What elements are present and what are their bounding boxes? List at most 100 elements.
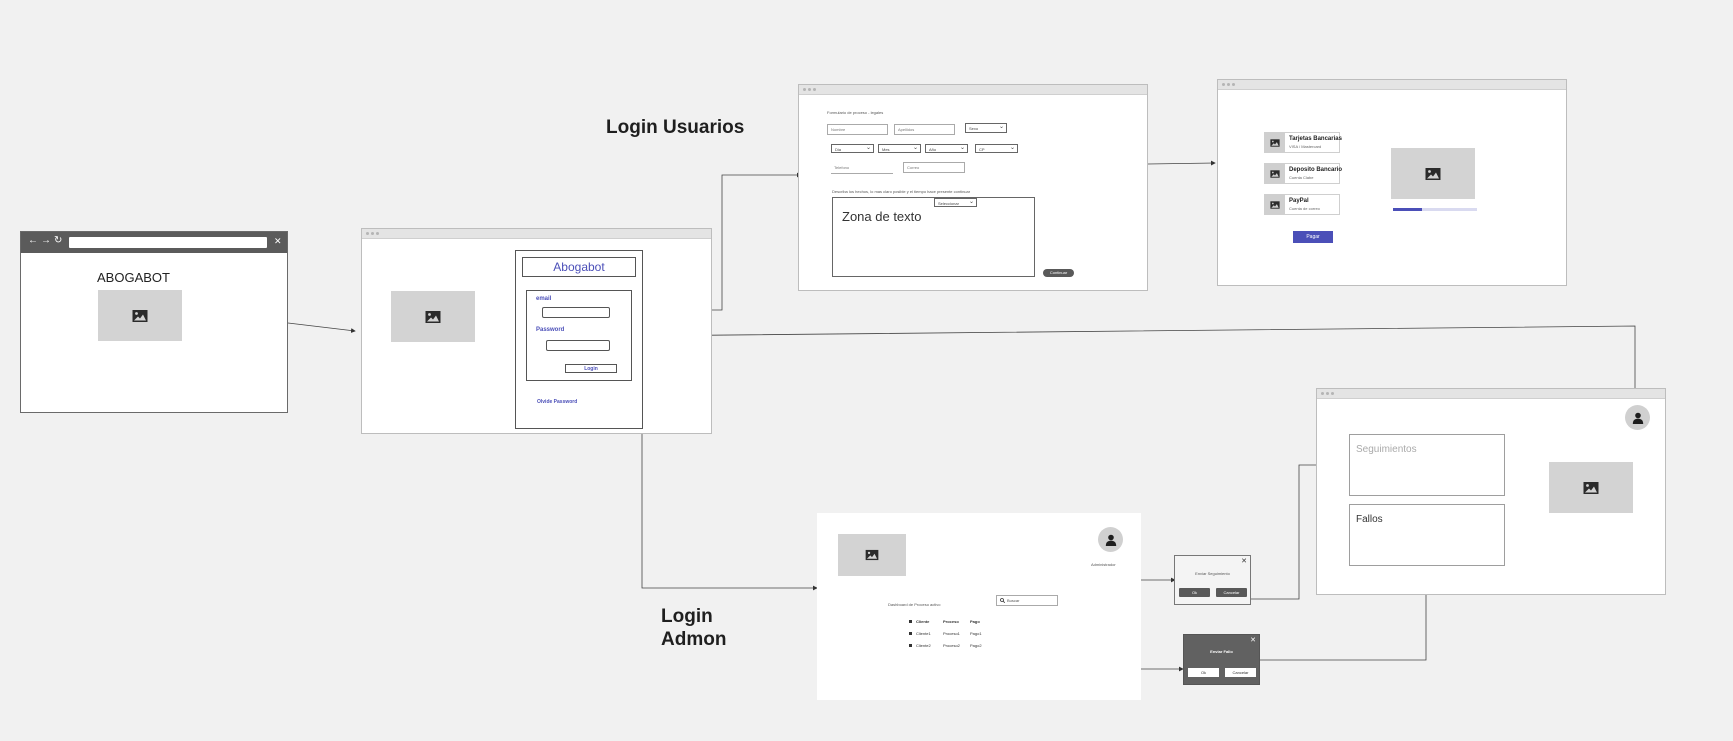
home-image [98, 290, 182, 341]
admin-logo-image [838, 534, 906, 576]
describe-text: Describa los hechos, lo mas claro posibl… [832, 189, 971, 194]
table-row[interactable]: Cliente1 Proceso1 Pago1 [909, 631, 982, 636]
payment-option-card[interactable]: Tarjetas Bancarias VISA / Mastercard [1264, 132, 1342, 153]
payment-option-paypal[interactable]: PayPal Cuenta de correo [1264, 194, 1340, 215]
paypal-image [1265, 195, 1285, 214]
password-label: Password [536, 327, 565, 333]
login-button[interactable]: Login [565, 364, 617, 373]
table-header: Cliente Proceso Pago [909, 619, 980, 624]
mes-select[interactable]: Mes [878, 144, 921, 153]
table-row[interactable]: Cliente2 Proceso2 Pago2 [909, 643, 982, 648]
arrow-login-to-result [630, 325, 1638, 408]
heading-login-usuarios: Login Usuarios [606, 117, 745, 138]
row-checkbox[interactable] [909, 632, 912, 636]
cp-select[interactable]: CP [975, 144, 1018, 153]
window-titlebar [1218, 80, 1566, 90]
dialog-fallo-ok-button[interactable]: Ok [1188, 668, 1219, 677]
arrow-login-to-admin [641, 420, 818, 591]
dia-select[interactable]: Dia [831, 144, 874, 153]
heading-login-admon-line2: Admon [661, 629, 727, 650]
browser-site-title: ABOGABOT [97, 270, 170, 285]
result-window: Seguimientos Fallos [1316, 388, 1666, 595]
search-icon [1000, 598, 1005, 603]
nombre-field[interactable]: Nombre [827, 124, 888, 135]
dialog-seguimiento: ✕ Enviar Seguimiento Ok Cancelar [1174, 555, 1251, 605]
password-field[interactable] [546, 340, 610, 351]
close-icon[interactable]: ✕ [274, 236, 282, 246]
image-icon [132, 309, 148, 322]
fallos-panel[interactable]: Fallos [1349, 504, 1505, 566]
window-titlebar [799, 85, 1147, 95]
image-icon [1270, 169, 1280, 178]
login-window: Abogabot email Password Login Olvide Pas… [361, 228, 712, 434]
login-image [391, 291, 475, 342]
header-proceso: Proceso [943, 619, 959, 624]
payment-window: Tarjetas Bancarias VISA / Mastercard Dep… [1217, 79, 1567, 286]
dialog-fallo-title: Enviar Fallo [1210, 649, 1233, 654]
result-image [1549, 462, 1633, 513]
arrow-form-to-payment [1147, 160, 1216, 166]
user-icon [1632, 412, 1643, 424]
payment-option-sub: VISA / Mastercard [1289, 144, 1322, 149]
home-browser-frame: ← → ↻ ✕ ABOGABOT [20, 231, 288, 413]
close-icon[interactable]: ✕ [1241, 558, 1247, 565]
payment-image [1391, 148, 1475, 199]
image-icon [865, 549, 879, 561]
sexo-select[interactable]: Sexo [965, 123, 1007, 133]
reload-icon[interactable]: ↻ [54, 235, 63, 246]
avatar[interactable] [1625, 405, 1650, 430]
close-icon[interactable]: ✕ [1250, 637, 1256, 644]
admin-avatar[interactable] [1098, 527, 1123, 552]
text-zone[interactable]: Zona de texto [832, 197, 1035, 277]
telefono-field[interactable]: Telefono [831, 163, 893, 174]
forgot-password-link[interactable]: Olvide Password [537, 399, 578, 405]
search-input[interactable]: Buscar [996, 595, 1058, 606]
correo-field[interactable]: Correo [903, 162, 965, 173]
forward-arrow-icon[interactable]: → [41, 235, 51, 246]
payment-option-title: Tarjetas Bancarias [1289, 136, 1342, 142]
row-cliente: Cliente2 [916, 643, 931, 648]
dialog-fallo: ✕ Enviar Fallo Ok Cancelar [1183, 634, 1260, 685]
back-arrow-icon[interactable]: ← [28, 235, 38, 246]
admin-role-label: Administrador [1091, 562, 1116, 567]
payment-option-deposit[interactable]: Deposito Bancario Cuenta Clabe [1264, 163, 1343, 184]
browser-toolbar: ← → ↻ ✕ [21, 232, 287, 253]
dialog-seg-ok-button[interactable]: Ok [1179, 588, 1210, 597]
ano-select[interactable]: Año [925, 144, 968, 153]
user-icon [1105, 534, 1116, 546]
search-placeholder: Buscar [1007, 598, 1020, 603]
arrow-home-to-login [287, 322, 356, 333]
arrow-fallo-to-result [1260, 565, 1429, 661]
image-icon [1270, 200, 1280, 209]
login-panel: Abogabot email Password Login Olvide Pas… [515, 250, 643, 429]
row-checkbox[interactable] [909, 644, 912, 648]
email-field[interactable] [542, 307, 610, 318]
dialog-fallo-cancel-button[interactable]: Cancelar [1225, 668, 1256, 677]
admin-dashboard: Administrador Dashboard de Proceso activ… [817, 513, 1141, 700]
row-cliente: Cliente1 [916, 631, 931, 636]
heading-login-admon: Login Admon [661, 605, 726, 651]
apellidos-field[interactable]: Apellidos [894, 124, 955, 135]
login-form-box: email Password Login [526, 290, 632, 381]
header-checkbox[interactable] [909, 620, 912, 624]
payment-option-title: Deposito Bancario [1289, 167, 1343, 173]
payment-progress-bar [1393, 208, 1477, 211]
form-window: Formulario de proceso - legales Nombre A… [798, 84, 1148, 291]
continuar-button[interactable]: Continuar [1043, 269, 1074, 277]
pay-button[interactable]: Pagar [1293, 231, 1333, 243]
dashboard-title: Dashboard de Proceso activo [888, 602, 941, 607]
window-titlebar [1317, 389, 1665, 399]
seleccionar-select[interactable]: Seleccionar [934, 198, 977, 207]
seguimientos-panel[interactable]: Seguimientos [1349, 434, 1505, 496]
header-cliente: Cliente [916, 619, 930, 624]
header-pago: Pago [970, 619, 980, 624]
image-icon [425, 310, 441, 323]
payment-option-sub: Cuenta Clabe [1289, 175, 1314, 180]
login-title: Abogabot [522, 257, 636, 277]
row-pago: Pago1 [970, 631, 982, 636]
card-image [1265, 133, 1285, 152]
text-zone-label: Zona de texto [842, 209, 922, 224]
address-bar[interactable] [69, 237, 267, 248]
dialog-seg-cancel-button[interactable]: Cancelar [1216, 588, 1247, 597]
dialog-seg-title: Enviar Seguimiento [1195, 571, 1230, 576]
